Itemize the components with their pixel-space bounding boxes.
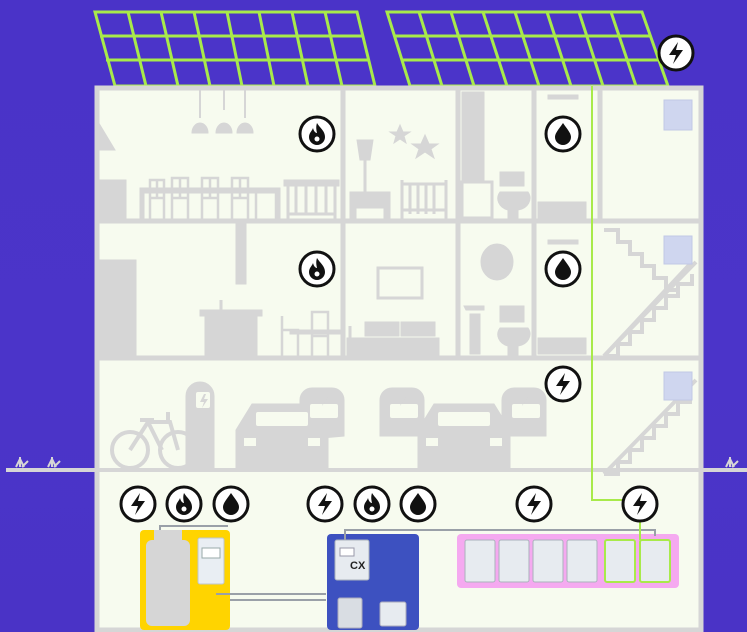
water-icon — [544, 115, 582, 153]
heating-icon — [165, 485, 203, 523]
heating-icon — [298, 115, 336, 153]
central-device-label: CX — [350, 560, 365, 572]
water-icon — [544, 250, 582, 288]
electricity-icon — [621, 485, 659, 523]
heating-icon — [353, 485, 391, 523]
electricity-icon — [119, 485, 157, 523]
water-icon — [399, 485, 437, 523]
electricity-icon — [657, 34, 695, 72]
water-icon — [212, 485, 250, 523]
heating-icon — [298, 250, 336, 288]
electricity-icon — [544, 365, 582, 403]
electricity-icon — [306, 485, 344, 523]
electricity-icon — [515, 485, 553, 523]
